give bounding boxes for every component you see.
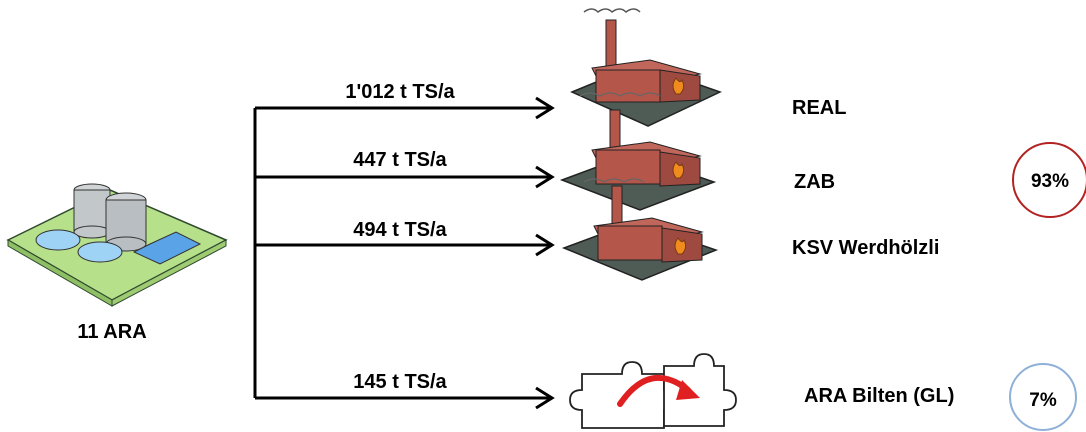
- puzzle-transfer-icon: [569, 353, 737, 429]
- arrowhead: [535, 233, 555, 257]
- destination-label: KSV Werdhölzli: [792, 237, 939, 259]
- factory-icon: [561, 185, 719, 281]
- flow-row-ksv: 494 t TS/a: [255, 219, 555, 257]
- share-badge-7: 7%: [1009, 363, 1077, 431]
- arrowhead: [535, 386, 555, 410]
- destination-label: ZAB: [794, 171, 835, 193]
- flow-amount: 1'012 t TS/a: [345, 81, 455, 103]
- destination-label: REAL: [792, 97, 846, 119]
- share-circle: [1009, 363, 1077, 431]
- wastewater-treatment-plant-icon: [6, 183, 228, 307]
- factory-icon: [570, 8, 722, 127]
- flow-row-bilten: 145 t TS/a: [255, 371, 555, 410]
- source-label: 11 ARA: [77, 321, 146, 343]
- share-value: 7%: [1029, 390, 1057, 411]
- arrowhead: [535, 165, 555, 189]
- flow-amount: 447 t TS/a: [353, 149, 447, 171]
- destination-label: ARA Bilten (GL): [804, 385, 954, 407]
- factory-icon: [559, 109, 717, 211]
- arrowhead: [535, 96, 555, 120]
- share-value: 93%: [1031, 171, 1069, 192]
- share-circle: [1012, 142, 1086, 218]
- flow-row-zab: 447 t TS/a: [255, 149, 555, 189]
- share-badge-93: 93%: [1012, 142, 1086, 218]
- flow-amount: 494 t TS/a: [353, 219, 447, 241]
- flow-amount: 145 t TS/a: [353, 371, 447, 393]
- flow-row-real: 1'012 t TS/a: [255, 81, 555, 120]
